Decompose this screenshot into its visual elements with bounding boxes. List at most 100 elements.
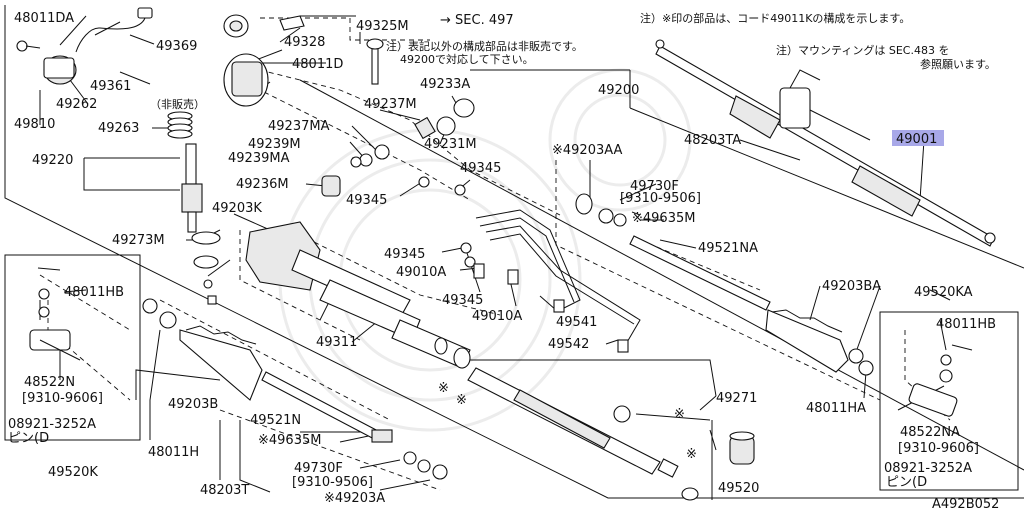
washer-bottom xyxy=(681,487,699,501)
label-49635M-b: ※49635M xyxy=(258,433,321,448)
label-49345-b: 49345 xyxy=(346,193,387,208)
washer-49345d xyxy=(464,256,476,268)
label-pin-d-left: ピン(D xyxy=(8,431,49,446)
figure-code: A492B052 xyxy=(932,497,999,510)
union-bolt-49010A-b xyxy=(507,269,519,285)
label-49328: 49328 xyxy=(284,35,325,50)
rack-49271 xyxy=(467,367,679,478)
label-49542: 49542 xyxy=(548,337,589,352)
clamp-49203AA xyxy=(575,193,593,215)
label-49345-a: 49345 xyxy=(460,161,501,176)
bolt-48011DA xyxy=(16,40,28,52)
washer-49345a xyxy=(418,176,430,188)
steering-gear-assembly-49001 xyxy=(655,39,996,247)
label-49001: 49001 xyxy=(896,132,937,147)
right-middle-parts xyxy=(575,193,874,376)
part-labels: 48011DA 49369 49328 49325M → SEC. 497 注）… xyxy=(8,11,999,510)
washer-49239M xyxy=(359,153,373,167)
label-49237M: 49237M xyxy=(364,97,417,112)
bolt-48011D xyxy=(371,43,379,85)
label-48011HB-left: 48011HB xyxy=(64,285,124,300)
label-9310-9506-b: [9310-9506] xyxy=(292,475,373,490)
label-49273M: 49273M xyxy=(112,233,165,248)
asterisk-mark-2: ※ xyxy=(456,393,467,408)
fitting-49328 xyxy=(279,15,305,31)
washer-49345b xyxy=(454,184,466,196)
spring-49263 xyxy=(167,111,193,139)
label-9310-9506-a: [9310-9506] xyxy=(620,191,701,206)
label-49520KA: 49520KA xyxy=(914,285,973,300)
bushing-49520 xyxy=(681,420,755,501)
inner-tie-rod-49521NA xyxy=(629,235,771,311)
seal-49273M xyxy=(193,255,219,269)
label-9310-9606-right: [9310-9606] xyxy=(898,441,979,456)
label-48011D: 48011D xyxy=(292,57,343,72)
label-49203BA: 49203BA xyxy=(822,279,881,294)
label-48011DA: 48011DA xyxy=(14,11,74,26)
label-49271: 49271 xyxy=(716,391,757,406)
label-hihanbai: （非販売） xyxy=(150,98,205,111)
boot-49203BA xyxy=(765,309,849,373)
label-48522N: 48522N xyxy=(24,375,75,390)
label-48203T: 48203T xyxy=(200,483,249,498)
note-asterisk: 注）※印の部品は、コード49011Kの構成を示します。 xyxy=(640,11,910,25)
asterisk-mark-4: ※ xyxy=(686,447,697,462)
label-49010A-a: 49010A xyxy=(396,265,446,280)
label-48203TA: 48203TA xyxy=(684,133,741,148)
note-not-sold-1: 注）表記以外の構成部品は非販売です。 xyxy=(386,39,583,53)
label-49203AA: ※49203AA xyxy=(552,143,623,158)
pinion-shaft-49220 xyxy=(181,143,221,245)
label-49635M-a: ※49635M xyxy=(632,211,695,226)
pipe-49541 xyxy=(475,209,581,311)
washer-49345c xyxy=(460,242,472,254)
left-tie-rod-parts xyxy=(29,267,448,480)
label-48011HA: 48011HA xyxy=(806,401,866,416)
label-49541: 49541 xyxy=(556,315,597,330)
label-49203A: ※49203A xyxy=(324,491,385,506)
note-mounting-1: 注）マウンティングは SEC.483 を xyxy=(776,43,949,57)
label-49203K: 49203K xyxy=(212,201,262,216)
valve-assembly-parts xyxy=(16,7,519,305)
bushing-49236M xyxy=(321,175,341,197)
label-9310-9606-left: [9310-9606] xyxy=(22,391,103,406)
gear-housing xyxy=(245,209,641,369)
label-49200: 49200 xyxy=(598,83,639,98)
label-sec497: → SEC. 497 xyxy=(440,13,514,28)
label-49239MA: 49239MA xyxy=(228,151,290,166)
label-49203B: 49203B xyxy=(168,397,218,412)
label-49345-c: 49345 xyxy=(384,247,425,262)
label-pin-d-right: ピン(D xyxy=(886,475,927,490)
label-49730F-b: 49730F xyxy=(294,461,343,476)
label-49311: 49311 xyxy=(316,335,357,350)
label-48011H: 48011H xyxy=(148,445,199,460)
label-49521N: 49521N xyxy=(250,413,301,428)
label-49345-d: 49345 xyxy=(442,293,483,308)
label-49236M: 49236M xyxy=(236,177,289,192)
label-49239M: 49239M xyxy=(248,137,301,152)
label-49220: 49220 xyxy=(32,153,73,168)
union-bolt-49010A-a xyxy=(473,263,485,279)
seal-49233A xyxy=(453,98,475,118)
right-tie-rod-end xyxy=(908,344,973,417)
asterisk-mark-3: ※ xyxy=(674,407,685,422)
label-49010A-b: 49010A xyxy=(472,309,522,324)
label-49325M: 49325M xyxy=(356,19,409,34)
cotter-pin-left xyxy=(37,267,61,271)
label-49369: 49369 xyxy=(156,39,197,54)
spring-49237M xyxy=(414,116,436,140)
label-48522NA: 48522NA xyxy=(900,425,960,440)
leader-lines xyxy=(39,15,951,493)
bracket xyxy=(43,57,75,79)
label-49730F-a: 49730F xyxy=(630,179,679,194)
sensor-wire xyxy=(75,17,146,53)
label-49520: 49520 xyxy=(718,481,759,496)
note-mounting-2: 参照願います。 xyxy=(920,57,996,71)
washer-49239MA xyxy=(350,156,362,168)
boot-49203B xyxy=(179,329,263,401)
label-49361: 49361 xyxy=(90,79,131,94)
oring-rack xyxy=(613,405,631,423)
label-49231M: 49231M xyxy=(424,137,477,152)
label-49520K: 49520K xyxy=(48,465,98,480)
note-not-sold-2: 49200で対応して下さい。 xyxy=(400,52,534,66)
label-49237MA: 49237MA xyxy=(268,119,330,134)
